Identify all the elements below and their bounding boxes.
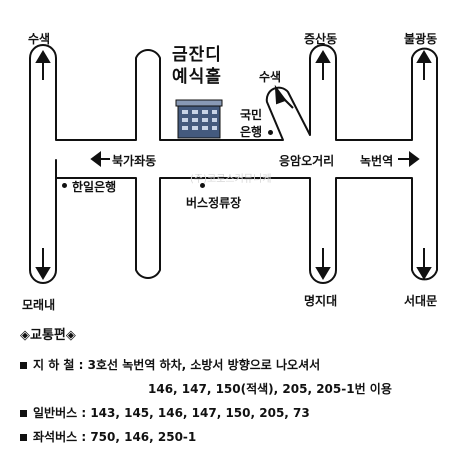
label-top-mid2: 불광동 xyxy=(404,32,438,46)
bullet-icon xyxy=(20,362,27,369)
bullet-icon xyxy=(20,410,27,417)
road-outline xyxy=(29,44,438,284)
arrow-up-mid2 xyxy=(416,50,432,80)
label-bus-stop: 버스정류장 xyxy=(186,196,242,210)
info-seat-bus: 좌석버스 : 750, 146, 250-1 xyxy=(20,428,196,445)
arrow-down-left xyxy=(35,248,51,280)
arrow-down-mid1 xyxy=(315,248,331,280)
label-top-mid1: 증산동 xyxy=(304,32,338,46)
label-bottom-left: 모래내 xyxy=(22,298,56,312)
label-hanil: 한일은행 xyxy=(72,180,117,194)
label-diag: 수색 xyxy=(259,70,282,84)
hanil-bank-dot xyxy=(62,183,67,188)
arrow-left xyxy=(90,151,110,167)
arrow-right xyxy=(398,151,420,167)
info-subway: 지 하 철 : 3호선 녹번역 하차, 소방서 방향으로 나오셔서 xyxy=(20,356,320,373)
info-regular-bus-text: 일반버스 : 143, 145, 146, 147, 150, 205, 73 xyxy=(33,406,310,420)
venue-name-line1: 금잔디 xyxy=(172,45,222,65)
label-intersection: 응암오거리 xyxy=(279,154,335,168)
arrow-up-left xyxy=(35,50,51,80)
watermark: (주)코로스커뮤니케 xyxy=(190,174,272,185)
label-right-road: 녹번역 xyxy=(360,154,394,168)
gukmin-bank-dot xyxy=(268,130,273,135)
label-top-left: 수색 xyxy=(28,32,51,46)
label-bottom-mid2: 서대문 xyxy=(404,294,438,308)
label-left-road: 북가좌동 xyxy=(112,154,157,168)
arrow-diag xyxy=(274,84,294,109)
info-seat-bus-text: 좌석버스 : 750, 146, 250-1 xyxy=(33,430,197,444)
info-title: ◈교통편◈ xyxy=(20,328,76,343)
venue-name-line2: 예식홀 xyxy=(172,67,222,87)
label-gukmin-1: 국민 xyxy=(240,108,263,122)
arrow-down-mid2 xyxy=(416,248,432,280)
label-gukmin-2: 은행 xyxy=(240,125,263,139)
bullet-icon xyxy=(20,434,27,441)
info-subway-text: 지 하 철 : 3호선 녹번역 하차, 소방서 방향으로 나오셔서 xyxy=(33,358,321,372)
road-map xyxy=(29,44,438,284)
building-icon xyxy=(175,99,223,139)
info-regular-bus: 일반버스 : 143, 145, 146, 147, 150, 205, 73 xyxy=(20,404,310,421)
label-bottom-mid1: 명지대 xyxy=(304,294,338,308)
info-subway2: 146, 147, 150(적색), 205, 205-1번 이용 xyxy=(148,382,392,396)
arrow-up-mid1 xyxy=(315,50,331,80)
bus-stop-dot xyxy=(200,183,205,188)
